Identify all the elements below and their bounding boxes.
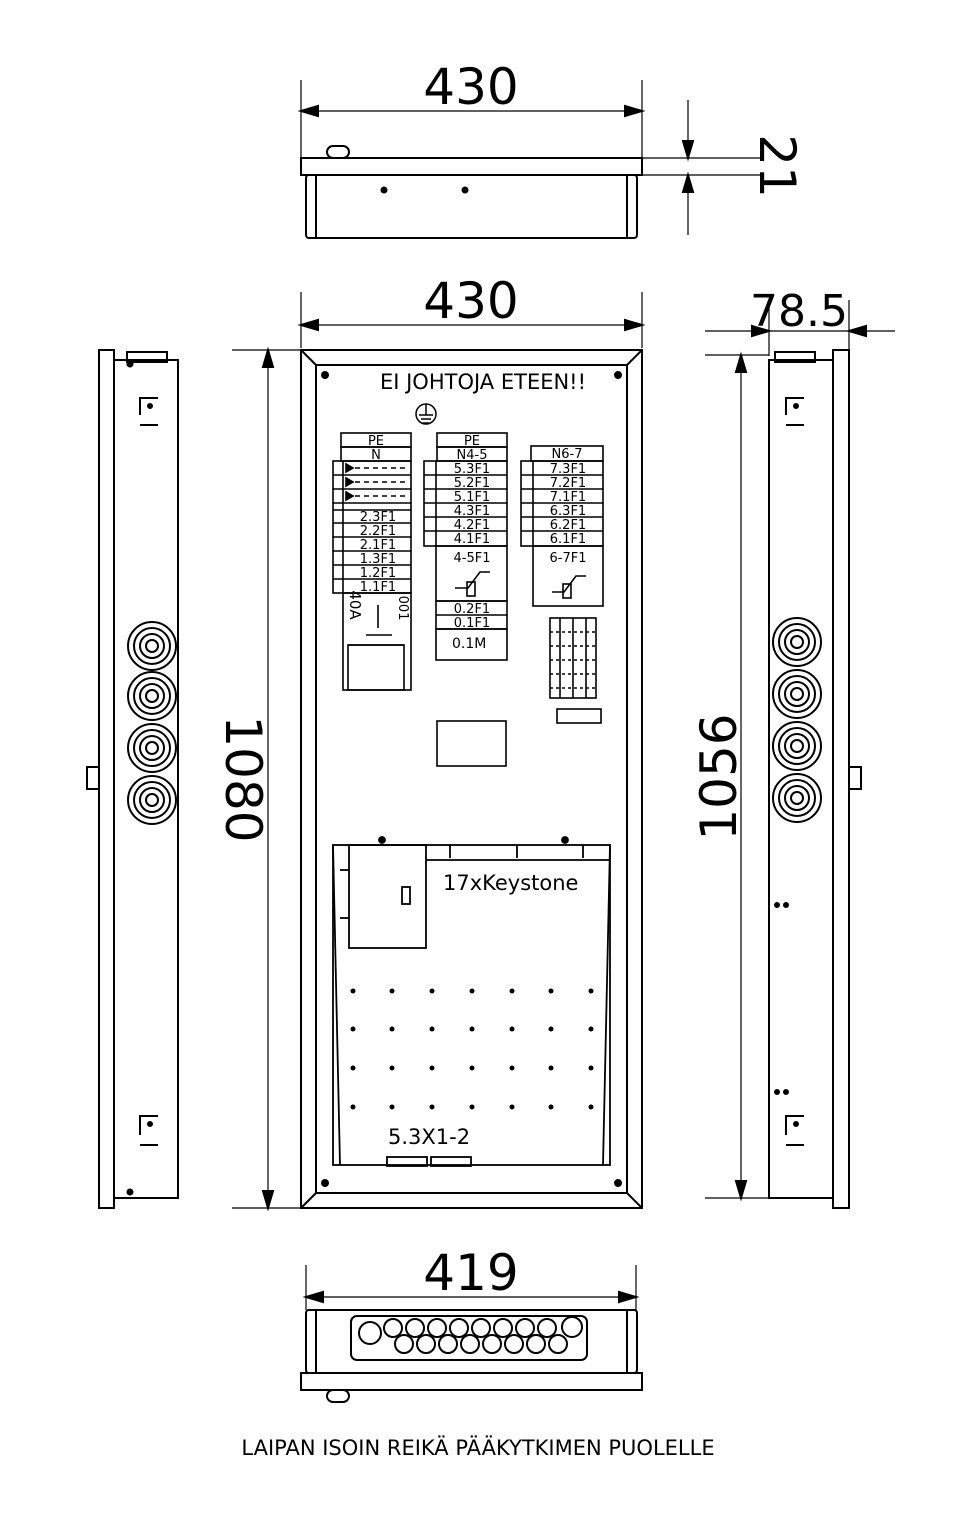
main-switch-rating: 40A <box>346 590 364 620</box>
col2-breaker-5: 4.1F1 <box>454 532 490 547</box>
col3-breaker-4: 6.2F1 <box>550 518 586 533</box>
col2-lower-breaker-0: 0.2F1 <box>454 602 490 617</box>
col1-breaker-0: 2.3F1 <box>360 510 396 525</box>
col2-breaker-2: 5.1F1 <box>454 490 490 505</box>
dim-height-outer: 1080 <box>214 715 272 842</box>
col2-header-top: PE <box>464 434 480 449</box>
col3-breaker-1: 7.2F1 <box>550 476 586 491</box>
keystone-label: 17xKeystone <box>443 871 578 895</box>
warning-label: EI JOHTOJA ETEEN!! <box>380 370 586 394</box>
col3-rcd-label: 6-7F1 <box>550 551 587 566</box>
terminal-block <box>436 617 602 767</box>
front-view-frame <box>232 292 646 1212</box>
main-switch-label: 001 <box>395 596 410 621</box>
dim-top-width: 430 <box>423 58 518 116</box>
col3-breaker-3: 6.3F1 <box>550 504 586 519</box>
breaker-column-2 <box>423 432 508 661</box>
dim-bottom-width: 419 <box>423 1244 518 1302</box>
col3-header-top: N6-7 <box>552 447 583 462</box>
col2-breaker-4: 4.2F1 <box>454 518 490 533</box>
col1-header-top: PE <box>368 434 384 449</box>
col1-breaker-2: 2.1F1 <box>360 538 396 553</box>
dim-height-inner: 1056 <box>690 713 748 840</box>
patch-label: 5.3X1-2 <box>388 1125 470 1149</box>
col2-lower-breaker-1: 0.1F1 <box>454 616 490 631</box>
col2-breaker-1: 5.2F1 <box>454 476 490 491</box>
col1-header-bottom: N <box>371 448 381 463</box>
col3-breaker-0: 7.3F1 <box>550 462 586 477</box>
col2-breaker-0: 5.3F1 <box>454 462 490 477</box>
lower-compartment <box>332 836 611 1167</box>
dim-front-width: 430 <box>423 272 518 330</box>
dim-side-depth: 78.5 <box>750 286 848 337</box>
col2-rcd-label: 4-5F1 <box>454 551 491 566</box>
breaker-column-3 <box>520 445 604 607</box>
top-view <box>297 80 760 239</box>
bottom-view <box>300 1265 643 1403</box>
col2-breaker-3: 4.3F1 <box>454 504 490 519</box>
footer-note: LAIPAN ISOIN REIKÄ PÄÄKYTKIMEN PUOLELLE <box>241 1435 714 1460</box>
dim-lid-depth: 21 <box>748 134 806 198</box>
col3-breaker-5: 6.1F1 <box>550 532 586 547</box>
right-side-view <box>705 300 895 1209</box>
col2-meter-label: 0.1M <box>452 636 486 652</box>
breaker-column-1 <box>332 432 412 691</box>
col1-breaker-5: 1.1F1 <box>360 580 396 595</box>
col1-breaker-3: 1.3F1 <box>360 552 396 567</box>
mounting-holes <box>350 988 594 1110</box>
col1-breaker-1: 2.2F1 <box>360 524 396 539</box>
col1-breaker-4: 1.2F1 <box>360 566 396 581</box>
col3-breaker-2: 7.1F1 <box>550 490 586 505</box>
left-side-view <box>86 349 179 1209</box>
col2-header-bottom: N4-5 <box>457 448 488 463</box>
